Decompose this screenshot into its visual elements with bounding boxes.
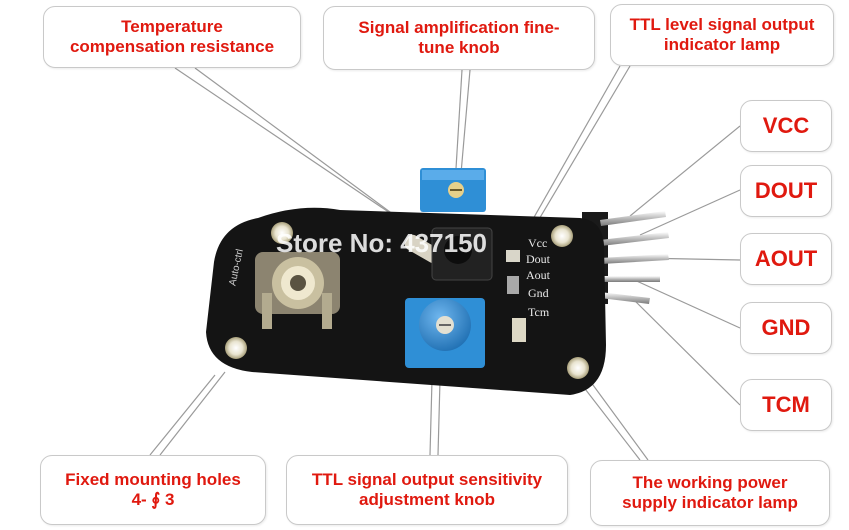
- pin-vcc: [600, 211, 666, 226]
- label-tcm: TCM: [740, 379, 832, 431]
- pin-tcm: [600, 292, 650, 304]
- leader-tcm: [629, 295, 741, 406]
- ttl-indicator-led: [506, 250, 520, 262]
- label-gnd: GND: [740, 302, 832, 354]
- leader-holes-2: [159, 371, 226, 456]
- signal-amp-potentiometer: [420, 168, 486, 212]
- label-vcc: VCC: [740, 100, 832, 152]
- ttl-sensitivity-potentiometer: [405, 298, 485, 368]
- probe-connector: [255, 252, 340, 329]
- leader-power-lamp-2: [581, 369, 649, 461]
- silkscreen-pin-vcc: Vcc: [528, 236, 548, 250]
- leader-temp-comp: [174, 67, 431, 241]
- silkscreen-pin-tcm: Tcm: [528, 305, 550, 319]
- leader-ttl-knob: [429, 379, 433, 456]
- leader-dout: [639, 189, 741, 236]
- leader-ttl-knob-2: [437, 379, 441, 456]
- mounting-hole-top-left: [271, 222, 293, 244]
- leader-holes: [149, 374, 216, 456]
- mounting-hole-bottom-left: [225, 337, 247, 359]
- label-power-indicator-lamp: The working power supply indicator lamp: [590, 460, 830, 526]
- leader-gnd: [629, 277, 741, 329]
- mounting-hole-top-right: [551, 225, 573, 247]
- store-watermark: Store No: 437150: [276, 228, 487, 258]
- pin-dout: [600, 232, 669, 246]
- label-ttl-indicator-lamp: TTL level signal output indicator lamp: [610, 4, 834, 66]
- silkscreen-pin-gnd: Gnd: [528, 286, 549, 300]
- leader-signal-amp-2: [459, 69, 471, 186]
- mounting-hole-bottom-right: [567, 357, 589, 379]
- label-ttl-sensitivity-knob: TTL signal output sensitivity adjustment…: [286, 455, 568, 525]
- label-fixed-mounting-holes: Fixed mounting holes 4- ∮ 3: [40, 455, 266, 525]
- leader-signal-amp: [454, 69, 463, 186]
- pin-aout: [600, 254, 669, 264]
- silkscreen-pin-dout: Dout: [526, 252, 550, 266]
- label-aout: AOUT: [740, 233, 832, 285]
- power-indicator-led: [512, 318, 526, 342]
- label-signal-amplification-knob: Signal amplification fine- tune knob: [323, 6, 595, 70]
- leader-vcc: [629, 125, 741, 217]
- label-temperature-compensation-resistance: Temperature compensation resistance: [43, 6, 301, 68]
- pin-gnd: [600, 276, 660, 282]
- label-dout: DOUT: [740, 165, 832, 217]
- silkscreen-pin-aout: Aout: [526, 268, 550, 282]
- leader-lines: [149, 65, 741, 461]
